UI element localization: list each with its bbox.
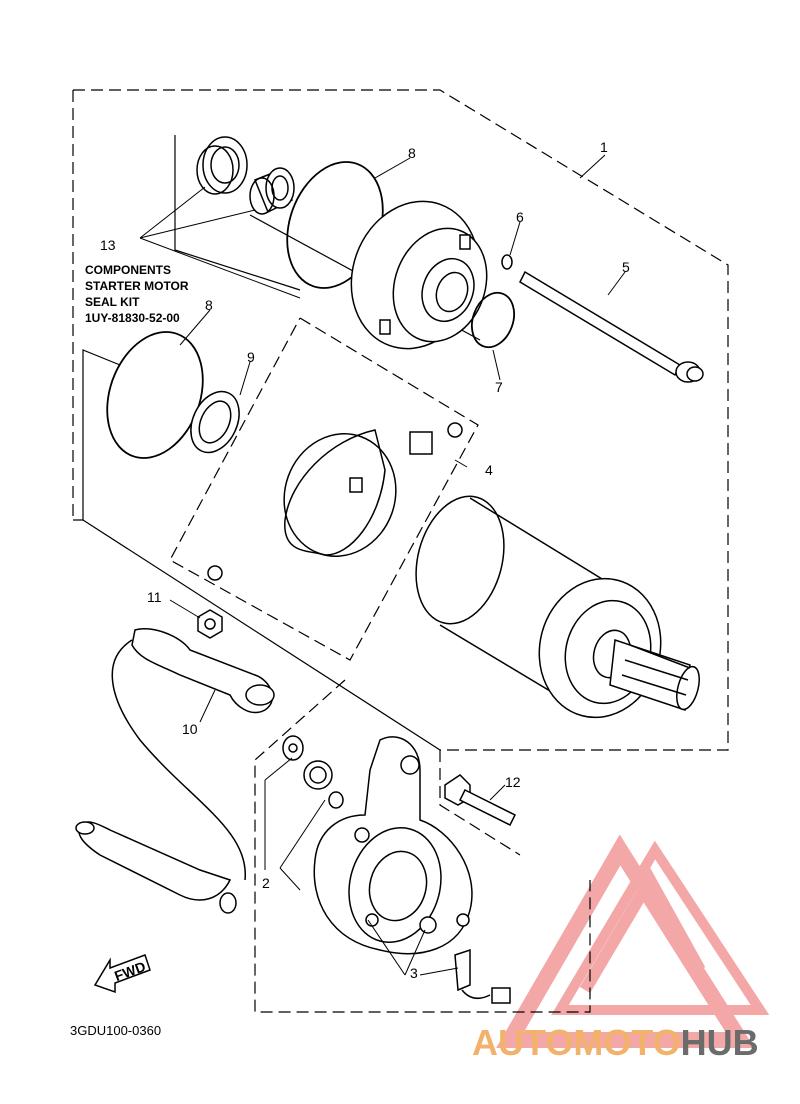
washers-2	[282, 735, 344, 809]
callout-7: 7	[495, 379, 503, 395]
front-cover-part	[350, 200, 488, 350]
callout-9: 9	[247, 349, 255, 365]
brush-plate-part	[207, 422, 463, 581]
motor-yoke-part	[415, 495, 700, 720]
fwd-arrow-icon: FWD	[93, 954, 151, 994]
callout-3: 3	[410, 965, 418, 981]
callout-4: 4	[485, 462, 493, 478]
terminal-3	[454, 948, 511, 1004]
nut-11	[197, 609, 223, 639]
callout-2: 2	[262, 875, 270, 891]
callout-8-lower: 8	[205, 297, 213, 313]
kit-note-line1: COMPONENTS	[85, 263, 171, 277]
fwd-label: FWD	[112, 958, 147, 984]
kit-note-line4: 1UY-81830-52-00	[85, 311, 180, 325]
callout-10: 10	[182, 721, 198, 737]
watermark-logo	[496, 834, 770, 1048]
assembly-outline-2-3	[254, 679, 591, 1013]
assembly-outline-1	[72, 89, 729, 751]
needle-bearing-part	[249, 167, 295, 215]
assembly-outline-4	[169, 317, 479, 661]
kit-note-line3: SEAL KIT	[85, 295, 140, 309]
leader-lines	[139, 154, 626, 976]
callout-12: 12	[505, 774, 521, 790]
watermark-text-hub: HUB	[681, 1022, 759, 1063]
diagram-code: 3GDU100-0360	[70, 1023, 161, 1038]
o-ring-7	[471, 291, 515, 349]
rear-cover-part	[313, 736, 473, 955]
bolt-12	[444, 774, 517, 827]
callout-13: 13	[100, 237, 116, 253]
through-bolt-part	[519, 270, 704, 383]
callout-5: 5	[622, 259, 630, 275]
kit-note-line2: STARTER MOTOR	[85, 279, 189, 293]
watermark-text-automoto: AUTOMOTO	[472, 1022, 681, 1063]
watermark-text: AUTOMOTOHUB	[472, 1022, 759, 1063]
callout-11: 11	[147, 589, 162, 605]
washer-9	[190, 390, 240, 454]
callout-8-upper: 8	[408, 145, 416, 161]
callout-6: 6	[516, 209, 524, 225]
callout-1: 1	[600, 139, 608, 155]
small-o-ring	[501, 254, 513, 270]
starter-cable-part	[75, 628, 275, 914]
bushing-part	[196, 136, 248, 195]
